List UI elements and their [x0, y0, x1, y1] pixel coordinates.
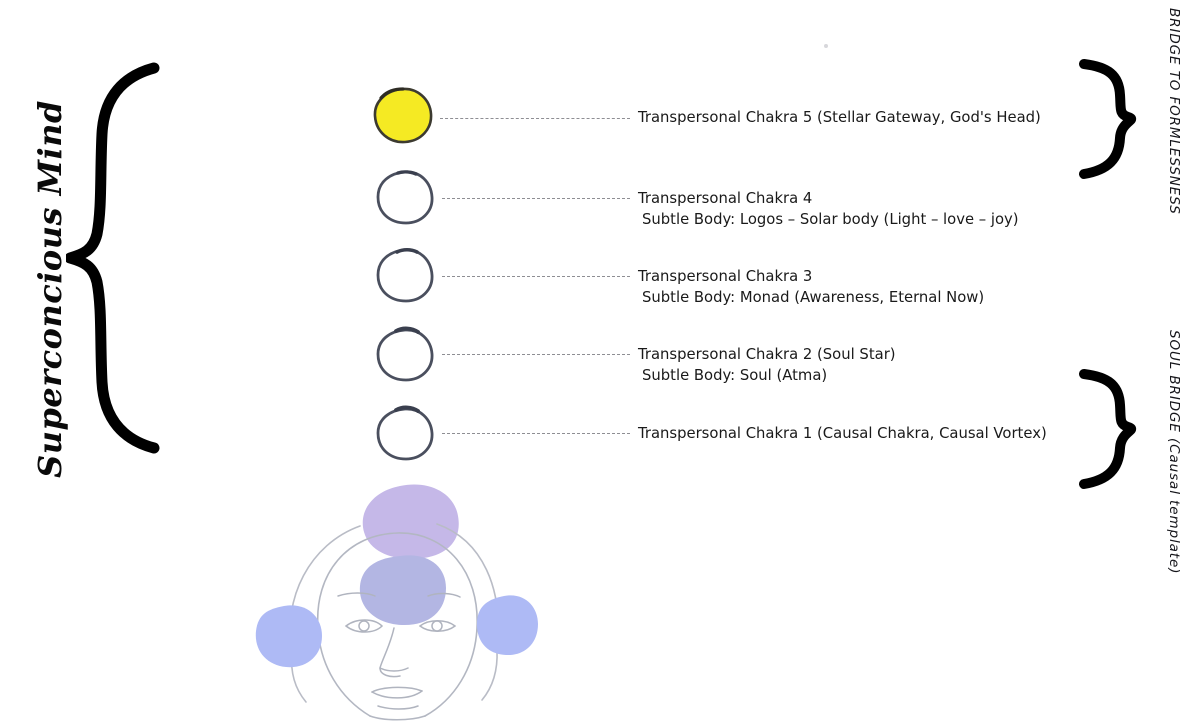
leader-line-1 [442, 433, 630, 434]
chakra-circle-2 [374, 325, 436, 383]
chakra-circle-3 [374, 246, 436, 304]
third-eye-blob [359, 555, 446, 626]
chakra-label-5-line1: Transpersonal Chakra 5 (Stellar Gateway,… [638, 109, 1041, 126]
chakra-label-4-line1: Transpersonal Chakra 4 [638, 190, 813, 207]
lower-lip [371, 690, 423, 699]
left-pupil [358, 620, 370, 632]
page-title-superconscious-mind: Superconcious Mind [31, 100, 69, 478]
chin-crease [377, 705, 419, 710]
nostrils [379, 667, 409, 672]
right-eyebrow [427, 592, 461, 598]
right-pupil [431, 620, 443, 632]
chakra-label-3-line2: Subtle Body: Monad (Awareness, Eternal N… [642, 289, 985, 306]
scan-artifact-speck [824, 44, 828, 48]
left-eye [344, 619, 384, 633]
leader-line-2 [442, 354, 630, 355]
chakra-label-2-line1: Transpersonal Chakra 2 (Soul Star) [638, 346, 896, 363]
chakra-circle-1 [374, 404, 436, 462]
head-illustration [232, 478, 562, 721]
soul-bridge-brace [1078, 368, 1150, 494]
label-bridge-to-formlessness: BRIDGE TO FORMLESSNESS [1166, 8, 1182, 215]
superconscious-mind-brace [64, 62, 176, 458]
chakra-label-4: Transpersonal Chakra 4 Subtle Body: Logo… [638, 188, 1019, 230]
chakra-label-5: Transpersonal Chakra 5 (Stellar Gateway,… [638, 107, 1041, 128]
bridge-to-formlessness-brace [1078, 58, 1150, 184]
left-eyebrow [337, 592, 376, 597]
chakra-circle-5 [372, 86, 434, 144]
chakra-label-3: Transpersonal Chakra 3 Subtle Body: Mona… [638, 266, 984, 308]
chakra-label-4-line2: Subtle Body: Logos – Solar body (Light –… [642, 211, 1019, 228]
leader-line-3 [442, 276, 630, 277]
chakra-label-2-line2: Subtle Body: Soul (Atma) [642, 367, 828, 384]
chakra-circle-4 [374, 168, 436, 226]
left-temple-blob [255, 605, 322, 668]
chakra-label-3-line1: Transpersonal Chakra 3 [638, 268, 813, 285]
right-eye [418, 620, 457, 632]
chakra-label-2: Transpersonal Chakra 2 (Soul Star) Subtl… [638, 344, 896, 386]
leader-line-4 [442, 198, 630, 199]
leader-line-5 [440, 118, 630, 119]
chakra-label-1-line1: Transpersonal Chakra 1 (Causal Chakra, C… [638, 425, 1047, 442]
right-temple-blob [476, 595, 538, 656]
chakra-label-1: Transpersonal Chakra 1 (Causal Chakra, C… [638, 423, 1047, 444]
label-soul-bridge: SOUL BRIDGE (Causal template) [1166, 330, 1182, 575]
upper-lip [371, 686, 423, 693]
facial-features [337, 592, 461, 710]
